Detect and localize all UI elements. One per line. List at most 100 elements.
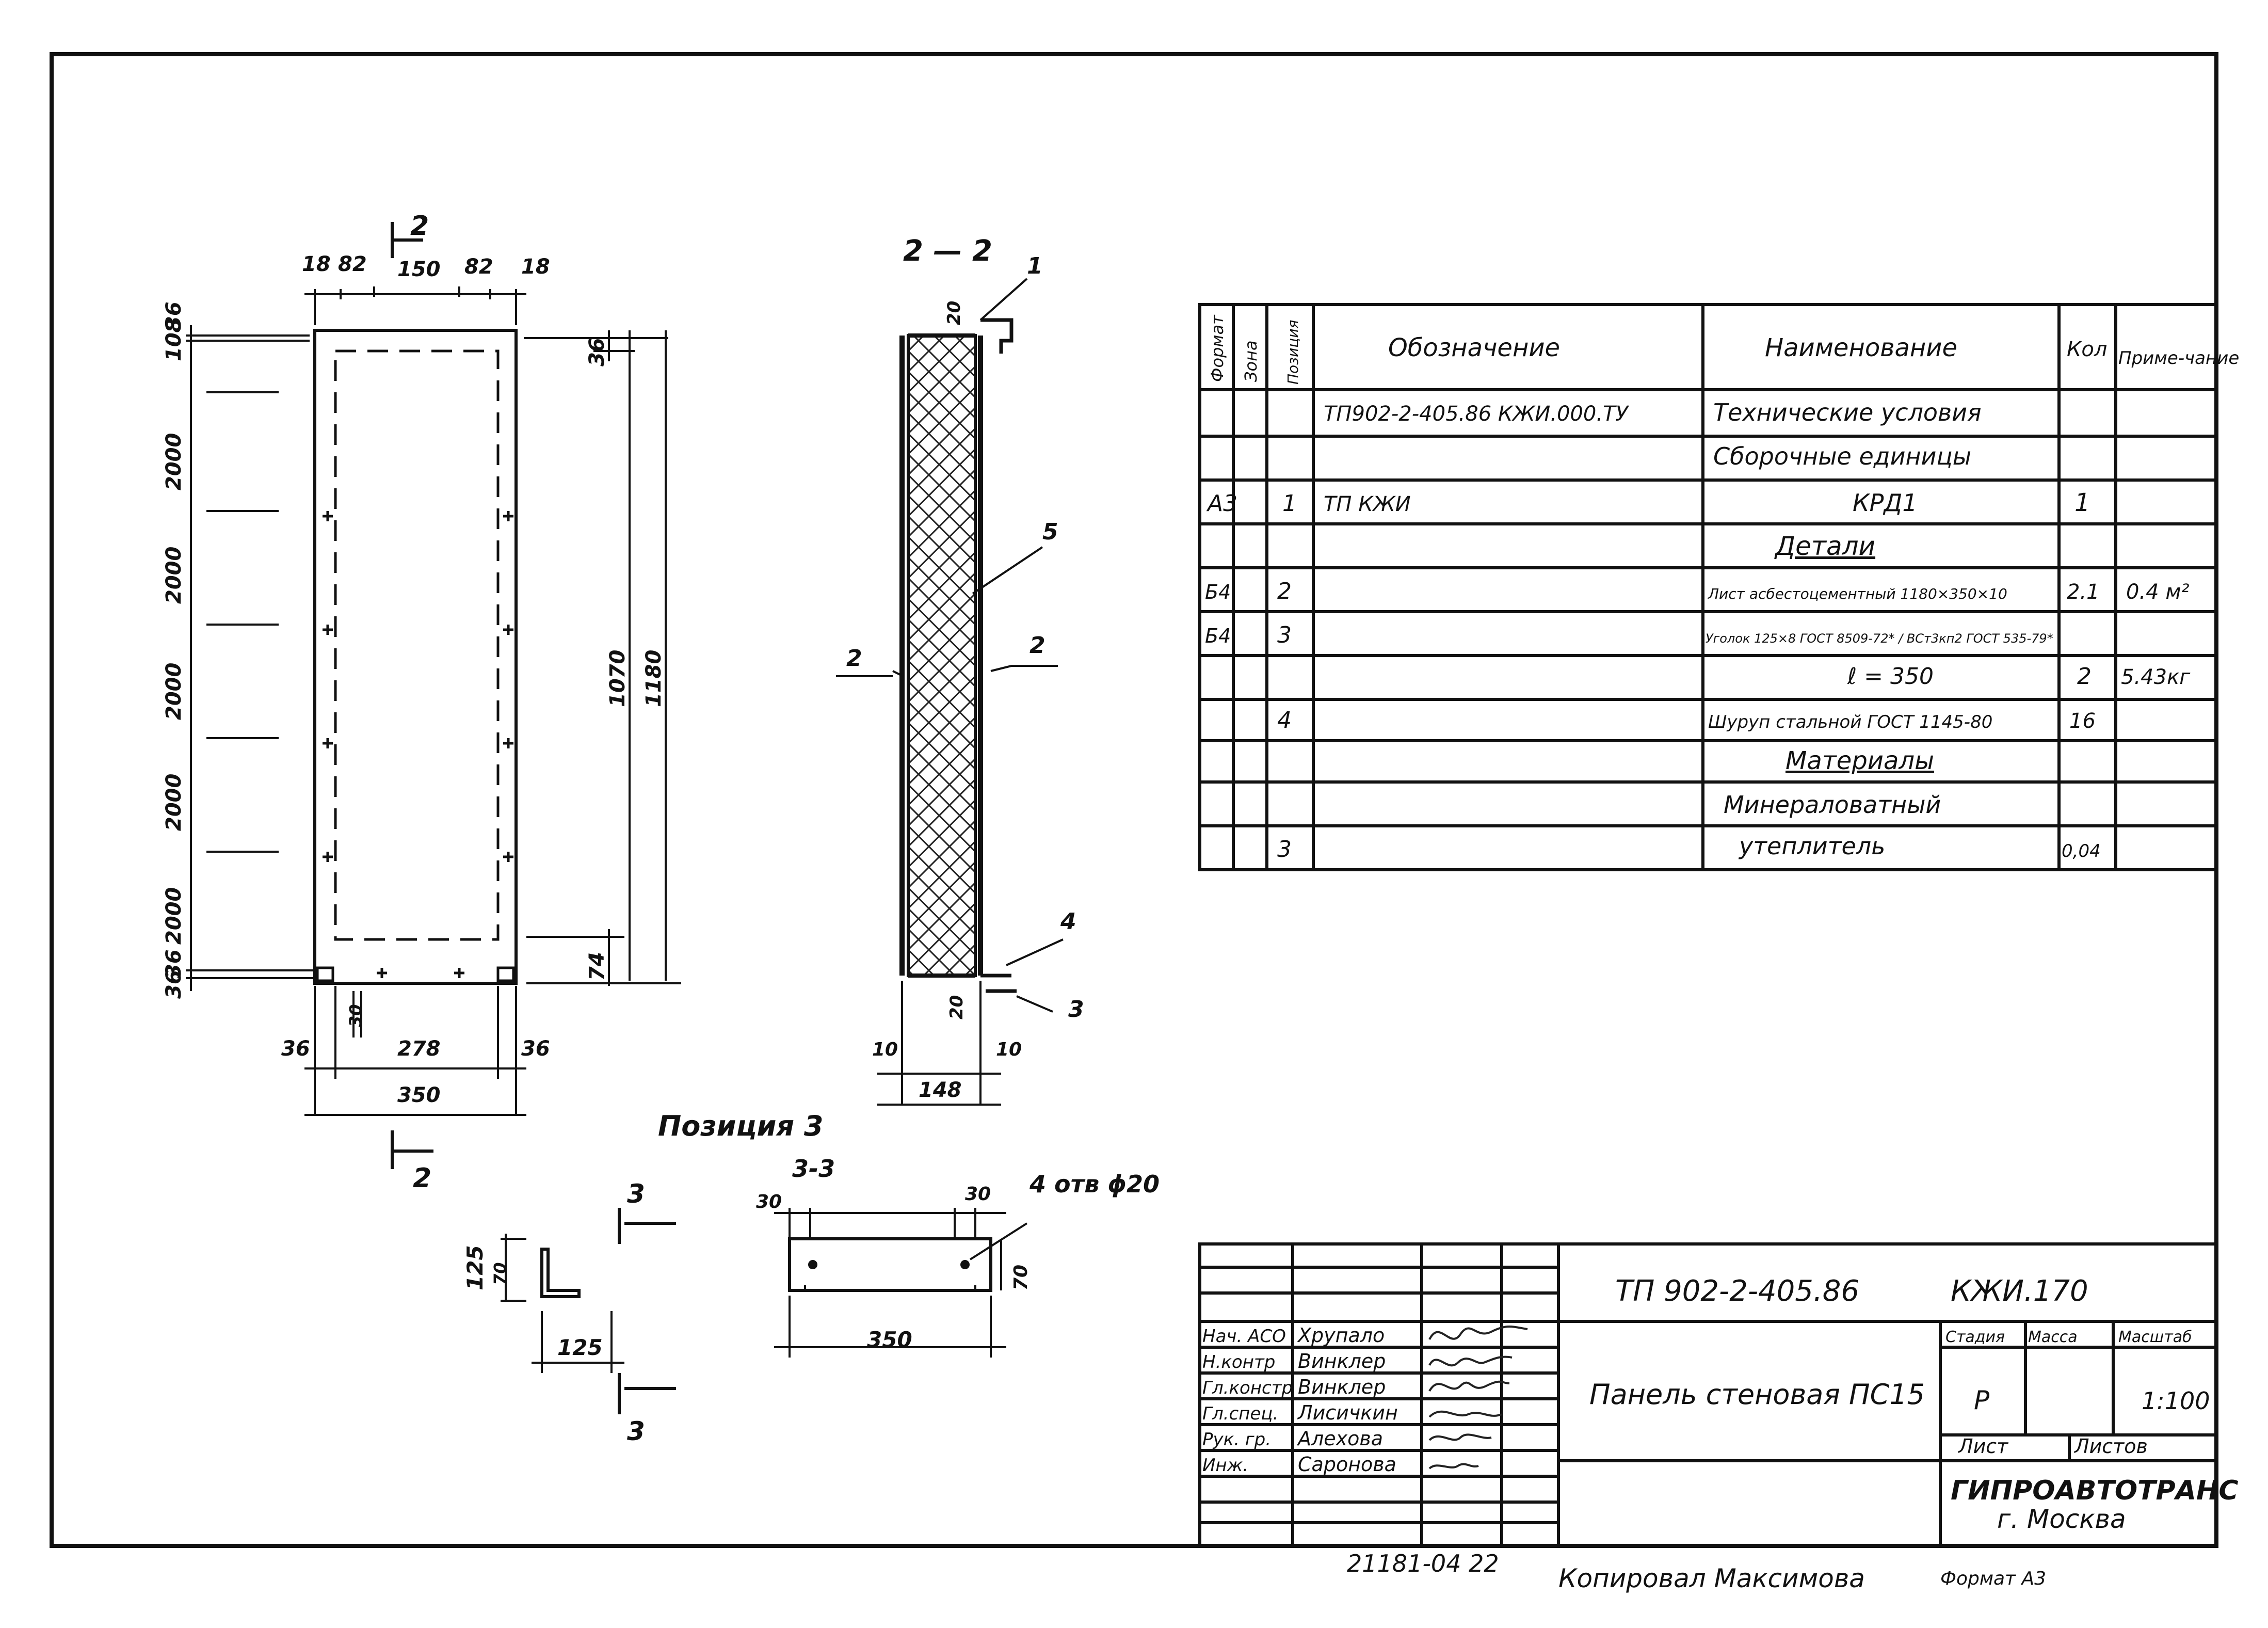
row1-designation: ТП902-2-405.86 КЖИ.000.ТУ: [1324, 402, 1629, 426]
row3-qty: 1: [2074, 488, 2090, 517]
row11-pos: 3: [1277, 836, 1292, 863]
plan-dim-30-left: 30: [756, 1191, 782, 1212]
footer-text: 21181-04 22 Копировал Максимова Формат А…: [1347, 1550, 2046, 1593]
section-marker-2-top: 2: [410, 211, 429, 242]
header-position: Позиция: [1284, 320, 1301, 385]
dim-bottom-30: 30: [346, 1004, 365, 1027]
row1-name: Технические условия: [1713, 398, 1982, 426]
role-1: Нач. АСО: [1202, 1326, 1286, 1347]
dim-right-36: 36: [585, 338, 609, 366]
plan-dim-350: 350: [867, 1327, 912, 1352]
copied-by: Копировал Максимова: [1558, 1563, 1865, 1593]
callout-3: 3: [1068, 996, 1084, 1023]
signatures: [1428, 1326, 1528, 1470]
row7-note: 5.43кг: [2121, 665, 2191, 689]
dim-18-left: 18: [302, 252, 331, 276]
row5-name: Лист асбестоцементный 1180×350×10: [1708, 585, 2007, 602]
section-2-2-title: 2 — 2: [903, 234, 992, 268]
dim-right-74: 74: [585, 952, 609, 981]
dim-left-2000-4: 2000: [162, 774, 186, 831]
row8-pos: 4: [1277, 707, 1292, 733]
callout-1: 1: [1027, 253, 1043, 279]
name-6: Саронова: [1298, 1453, 1396, 1476]
position-3-labels: Позиция 3 3-3 125 70 125 3 3 30 30 70 35…: [462, 1110, 1160, 1446]
dim-bottom-278: 278: [397, 1037, 441, 1061]
header-designation: Обозначение: [1388, 333, 1560, 362]
header-format: Формат: [1208, 314, 1227, 382]
row3-format: А3: [1206, 490, 1237, 517]
dim-left-36-b2: 36: [162, 949, 186, 978]
dim-150: 150: [397, 258, 441, 281]
dim-left-2000-5: 2000: [162, 887, 186, 945]
stage-label: Стадия: [1945, 1328, 2005, 1346]
name-1: Хрупало: [1297, 1324, 1385, 1347]
dim-left-36-top: 36: [162, 301, 186, 330]
dim-10-left: 10: [872, 1039, 898, 1060]
section-2-2-labels: 2 — 2 1 5 2 2 4 3 20 20 10 10 148: [846, 234, 1084, 1102]
dim-82-left: 82: [338, 252, 367, 276]
row3-name: КРД1: [1853, 489, 1918, 517]
plan-dim-30-right: 30: [965, 1184, 991, 1205]
spec-table: [1198, 303, 2218, 871]
row10-name: Минераловатный: [1724, 791, 1941, 819]
dim-10-right: 10: [996, 1039, 1022, 1060]
callout-2-right: 2: [1030, 632, 1045, 659]
name-4: Лисичкин: [1297, 1401, 1398, 1424]
dim-82-right: 82: [464, 255, 493, 279]
dim-left-108: 108: [162, 318, 186, 362]
title-block-text: ТП 902-2-405.86 КЖИ.170 Панель стеновая …: [1202, 1274, 2239, 1534]
dim-left-36-b1: 36: [162, 970, 186, 999]
row2-name: Сборочные единицы: [1713, 442, 1971, 470]
dim-148: 148: [919, 1078, 962, 1102]
row7-qty: 2: [2077, 663, 2092, 690]
role-3: Гл.констр: [1202, 1378, 1293, 1398]
marker-3-bottom: 3: [627, 1416, 645, 1446]
angle-dim-125-horiz: 125: [557, 1335, 603, 1360]
angle-dim-70: 70: [490, 1262, 510, 1285]
position-3: [501, 1208, 1028, 1414]
row5-qty: 2.1: [2067, 580, 2100, 604]
row6-name: Уголок 125×8 ГОСТ 8509-72* / ВСт3кп2 ГОС…: [1706, 631, 2053, 646]
role-4: Гл.спец.: [1202, 1403, 1278, 1424]
name-3: Винклер: [1298, 1376, 1386, 1398]
org-line1: ГИПРОАВТОТРАНС: [1951, 1475, 2239, 1506]
dim-18-right: 18: [521, 255, 550, 279]
doc-mark: КЖИ.170: [1951, 1274, 2088, 1308]
section-3-3-title: 3-3: [792, 1155, 835, 1183]
header-zone: Зона: [1241, 340, 1261, 382]
position-3-title: Позиция 3: [658, 1110, 823, 1142]
format-note: Формат А3: [1940, 1568, 2046, 1589]
dim-20-bottom: 20: [946, 995, 967, 1019]
row4-name: Детали: [1774, 531, 1875, 561]
dim-left-2000-2: 2000: [162, 547, 186, 604]
row11-qty: 0,04: [2062, 841, 2101, 861]
inventory-number: 21181-04 22: [1347, 1550, 1499, 1577]
stage-value: Р: [1974, 1385, 1990, 1415]
row3-designation: ТП КЖИ: [1324, 492, 1411, 516]
row5-note: 0.4 м²: [2126, 580, 2190, 604]
dim-bottom-36-left: 36: [281, 1037, 310, 1061]
name-2: Винклер: [1298, 1350, 1386, 1372]
dim-left-2000-1: 2000: [162, 433, 186, 490]
doc-title: Панель стеновая ПС15: [1589, 1378, 1925, 1411]
mass-label: Масса: [2028, 1328, 2078, 1346]
dim-right-1070: 1070: [606, 650, 630, 707]
scale-label: Масштаб: [2118, 1328, 2192, 1346]
dim-bottom-36-right: 36: [521, 1037, 550, 1061]
panel-elevation: [186, 222, 681, 1169]
doc-code: ТП 902-2-405.86: [1615, 1274, 1859, 1308]
row9-name: Материалы: [1786, 746, 1934, 775]
name-5: Алехова: [1296, 1427, 1383, 1450]
header-qty: Кол: [2067, 338, 2107, 361]
org-line2: г. Москва: [1997, 1504, 2126, 1534]
callout-2-left: 2: [846, 645, 862, 672]
row3-pos: 1: [1282, 490, 1297, 517]
marker-3-top: 3: [627, 1179, 645, 1209]
dim-right-1180: 1180: [642, 650, 666, 707]
dim-20-top: 20: [944, 301, 964, 325]
row6-format: Б4: [1205, 625, 1231, 647]
section-2-2: [836, 278, 1064, 1106]
row11-name: утеплитель: [1738, 832, 1885, 860]
elevation-labels: 2 18 82 150 82 18 108 36 2000 2000 2000 …: [162, 211, 666, 1194]
